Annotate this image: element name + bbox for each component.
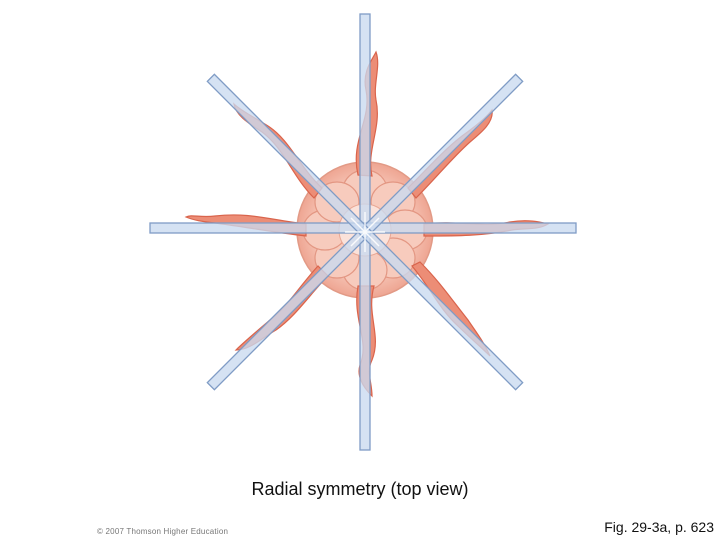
figure-reference: Fig. 29-3a, p. 623 bbox=[604, 519, 714, 535]
center-axis bbox=[345, 212, 385, 252]
copyright-notice: © 2007 Thomson Higher Education bbox=[97, 527, 228, 536]
figure-caption: Radial symmetry (top view) bbox=[0, 479, 720, 500]
